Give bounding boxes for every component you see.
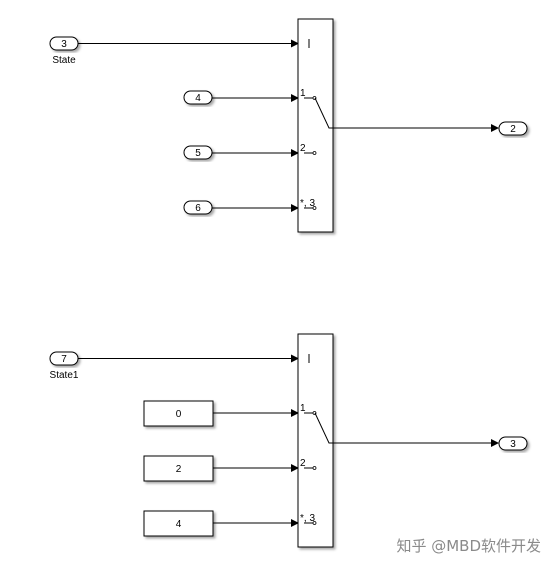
switch-arm-bottom	[314, 412, 333, 444]
switch-port-label-2: 2	[300, 143, 306, 154]
outport-3-number: 3	[510, 439, 516, 450]
outport-2[interactable]: 2	[498, 121, 528, 136]
bottom-multiport-switch-group: 7 State1 0 2 4 1 2 *, 3	[49, 333, 528, 548]
constant-block-2[interactable]: 2	[143, 455, 214, 482]
inport-state-number: 3	[61, 39, 67, 50]
top-multiport-switch-group: 3 State 4 5 6 1 2 *, 3	[49, 18, 528, 233]
inport-state1[interactable]: 7	[49, 351, 79, 366]
inport-6[interactable]: 6	[183, 200, 213, 215]
multiport-switch-block-bottom[interactable]: 1 2 *, 3	[297, 333, 334, 548]
constant-value-4: 4	[176, 519, 182, 530]
constant-block-4[interactable]: 4	[143, 510, 214, 537]
switch-port-label-3: *, 3	[300, 198, 315, 209]
outport-3[interactable]: 3	[498, 436, 528, 451]
inport-5-number: 5	[195, 148, 201, 159]
constant-block-0[interactable]: 0	[143, 400, 214, 427]
switch-port-label-1: 1	[300, 88, 306, 99]
inport-state[interactable]: 3	[49, 36, 79, 51]
switch-port-label-bottom-3: *, 3	[300, 513, 315, 524]
inport-state-label: State	[52, 55, 76, 66]
watermark-text: 知乎 @MBD软件开发	[396, 537, 541, 555]
inport-4-number: 4	[195, 93, 201, 104]
constant-value-2: 2	[176, 464, 182, 475]
inport-state1-number: 7	[61, 354, 67, 365]
inport-5[interactable]: 5	[183, 145, 213, 160]
constant-value-0: 0	[176, 409, 182, 420]
switch-arm	[314, 97, 333, 129]
outport-2-number: 2	[510, 124, 516, 135]
inport-6-number: 6	[195, 203, 201, 214]
inport-state1-label: State1	[50, 370, 79, 381]
switch-port-label-bottom-1: 1	[300, 403, 306, 414]
switch-port-label-bottom-2: 2	[300, 458, 306, 469]
multiport-switch-block[interactable]: 1 2 *, 3	[297, 18, 334, 233]
inport-4[interactable]: 4	[183, 90, 213, 105]
